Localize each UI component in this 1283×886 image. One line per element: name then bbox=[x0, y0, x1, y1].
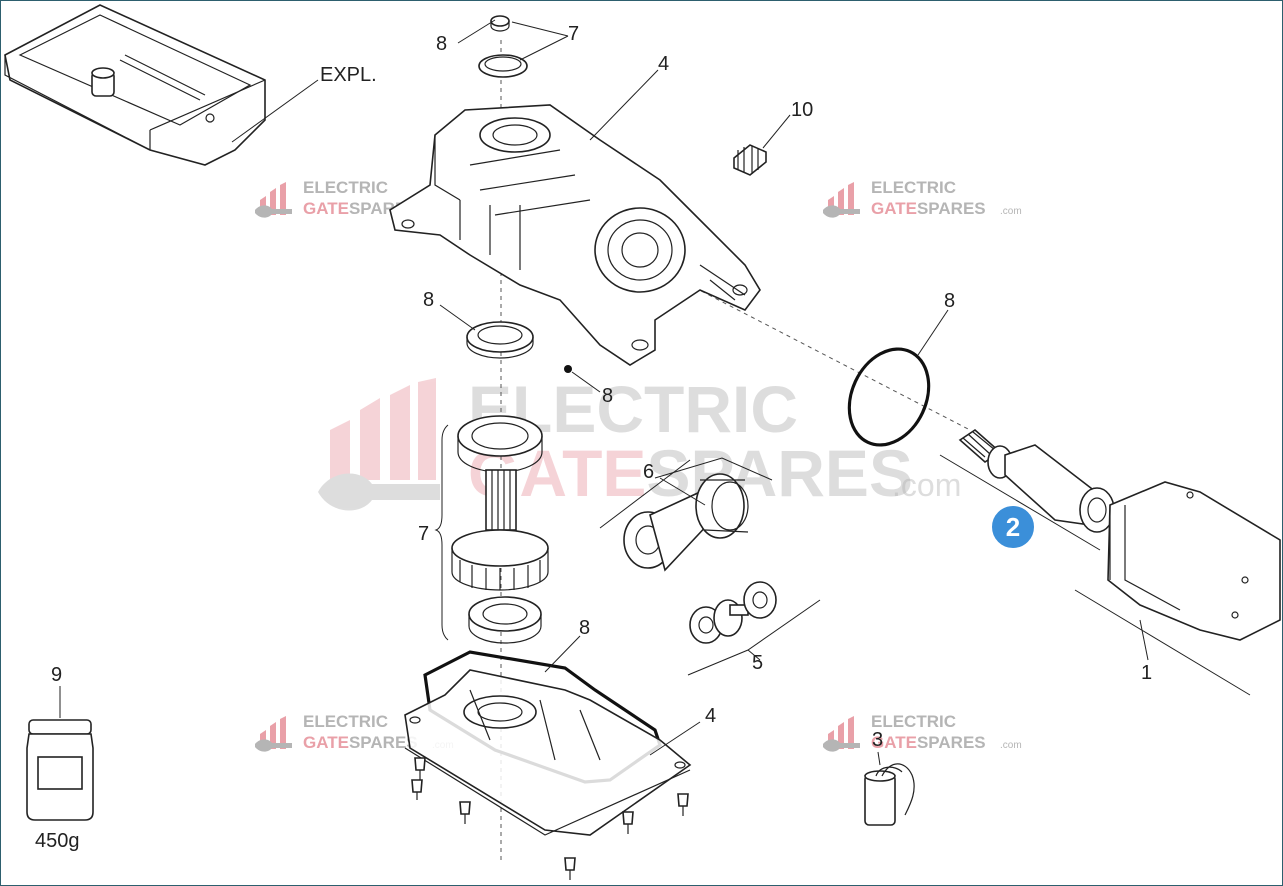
bracket-motor bbox=[939, 454, 1251, 696]
label-seal-upper: 8 bbox=[423, 289, 434, 311]
label-motor: 1 bbox=[1141, 662, 1152, 684]
watermark-small-bl: ELECTRIC GATESPARES .com bbox=[255, 712, 454, 752]
bracket-gear-6 bbox=[599, 459, 706, 529]
leader-motor bbox=[1139, 619, 1149, 661]
leader-seal-upper bbox=[439, 304, 476, 331]
leader-gasket bbox=[544, 635, 581, 673]
leader-capacitor bbox=[877, 751, 881, 766]
watermark-small-tr: ELECTRIC GATESPARES .com bbox=[823, 178, 1022, 218]
leader-gearbox-lower bbox=[649, 721, 701, 756]
label-ball: 8 bbox=[602, 385, 613, 407]
watermark-logo-icon bbox=[318, 378, 440, 511]
motor-o-ring bbox=[847, 347, 931, 447]
watermark-domain: .com bbox=[892, 467, 961, 503]
wm-small-br-domain: .com bbox=[1000, 740, 1022, 751]
label-breather-plug: 10 bbox=[791, 99, 813, 121]
wm-small-bl-line2: GATESPARES bbox=[303, 733, 418, 752]
cover-tray bbox=[4, 4, 266, 166]
wm-small-tr-line2: GATESPARES bbox=[871, 199, 986, 218]
leader-ball bbox=[571, 371, 601, 393]
leader-o-ring bbox=[917, 309, 949, 356]
gearbox-housing-lower bbox=[404, 669, 692, 836]
label-gasket: 8 bbox=[579, 617, 590, 639]
steel-ball bbox=[564, 365, 572, 373]
leader-cap bbox=[457, 19, 496, 44]
circlip bbox=[478, 54, 528, 78]
top-cap bbox=[490, 15, 510, 32]
motor-assembly bbox=[958, 428, 1281, 641]
leader-gearbox-upper bbox=[589, 69, 659, 141]
motor-assembly-axis bbox=[679, 279, 971, 431]
leader-expl bbox=[231, 79, 319, 143]
gearbox-housing-upper bbox=[389, 104, 761, 366]
label-gearbox-upper: 4 bbox=[658, 53, 669, 75]
wm-small-br-line2: GATESPARES bbox=[871, 733, 986, 752]
bracket-gear-6-top bbox=[654, 457, 773, 481]
position-badge: 2 bbox=[990, 504, 1036, 550]
output-shaft-assembly bbox=[451, 415, 549, 644]
wm-small-tr-line1: ELECTRIC bbox=[871, 178, 956, 197]
leader-gear-5 bbox=[747, 649, 761, 661]
wm-small-tr-domain: .com bbox=[1000, 206, 1022, 217]
label-gearbox-lower: 4 bbox=[705, 705, 716, 727]
label-gear-6: 6 bbox=[643, 461, 654, 483]
grease-jar-icon bbox=[26, 719, 94, 821]
capacitor bbox=[864, 763, 915, 826]
wm-small-bl-line1: ELECTRIC bbox=[303, 712, 388, 731]
wm-small-tl-line1: ELECTRIC bbox=[303, 178, 388, 197]
label-gear-5: 5 bbox=[752, 652, 763, 674]
badge-number: 2 bbox=[1006, 512, 1020, 542]
wm-small-br-line1: ELECTRIC bbox=[871, 712, 956, 731]
pinion-gear-5 bbox=[689, 581, 777, 644]
housing-screws bbox=[411, 757, 689, 880]
bracket-shaft bbox=[434, 424, 449, 641]
label-capacitor: 3 bbox=[872, 729, 883, 751]
oil-seal-upper bbox=[466, 321, 534, 359]
label-cover-seal: 8 bbox=[436, 33, 447, 55]
leader-circlip bbox=[511, 21, 569, 61]
leader-breather bbox=[762, 114, 791, 149]
breather-plug bbox=[733, 144, 767, 176]
label-cover-circlip: 7 bbox=[568, 23, 579, 45]
label-grease: 9 bbox=[51, 664, 62, 686]
label-o-ring: 8 bbox=[944, 290, 955, 312]
watermark-small-br: ELECTRIC GATESPARES .com bbox=[823, 712, 1022, 752]
intermediate-gear-6 bbox=[623, 473, 749, 572]
label-grease-weight: 450g bbox=[35, 830, 80, 852]
label-shaft-set: 7 bbox=[418, 523, 429, 545]
label-expl: EXPL. bbox=[320, 64, 377, 86]
